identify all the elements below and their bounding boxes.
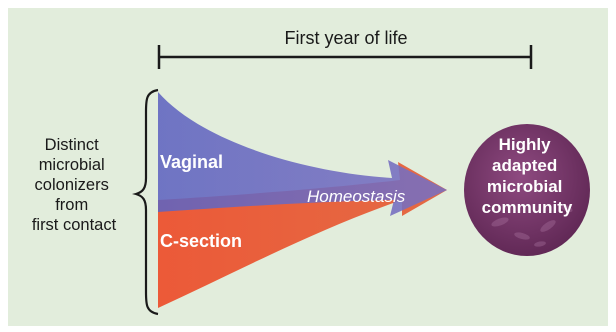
- timeline-label: First year of life: [284, 28, 407, 48]
- outcome-line-4: community: [482, 198, 573, 217]
- left-label-line-3: colonizers: [35, 176, 109, 194]
- left-curly-brace: [136, 90, 158, 314]
- left-label-line-1: Distinct: [45, 136, 100, 154]
- outcome-line-3: microbial: [487, 177, 563, 196]
- vaginal-label: Vaginal: [160, 152, 223, 172]
- left-label-line-4: from: [55, 196, 88, 214]
- outcome-node: Highly adapted microbial community: [464, 124, 590, 256]
- outcome-line-1: Highly: [499, 135, 551, 154]
- left-label-line-2: microbial: [39, 156, 105, 174]
- timeline-bracket: First year of life: [159, 28, 531, 69]
- homeostasis-label: Homeostasis: [307, 187, 406, 206]
- left-label-line-5: first contact: [32, 216, 117, 234]
- left-label: Distinct microbial colonizers from first…: [32, 136, 117, 234]
- outcome-line-2: adapted: [492, 156, 557, 175]
- csection-label: C-section: [160, 231, 242, 251]
